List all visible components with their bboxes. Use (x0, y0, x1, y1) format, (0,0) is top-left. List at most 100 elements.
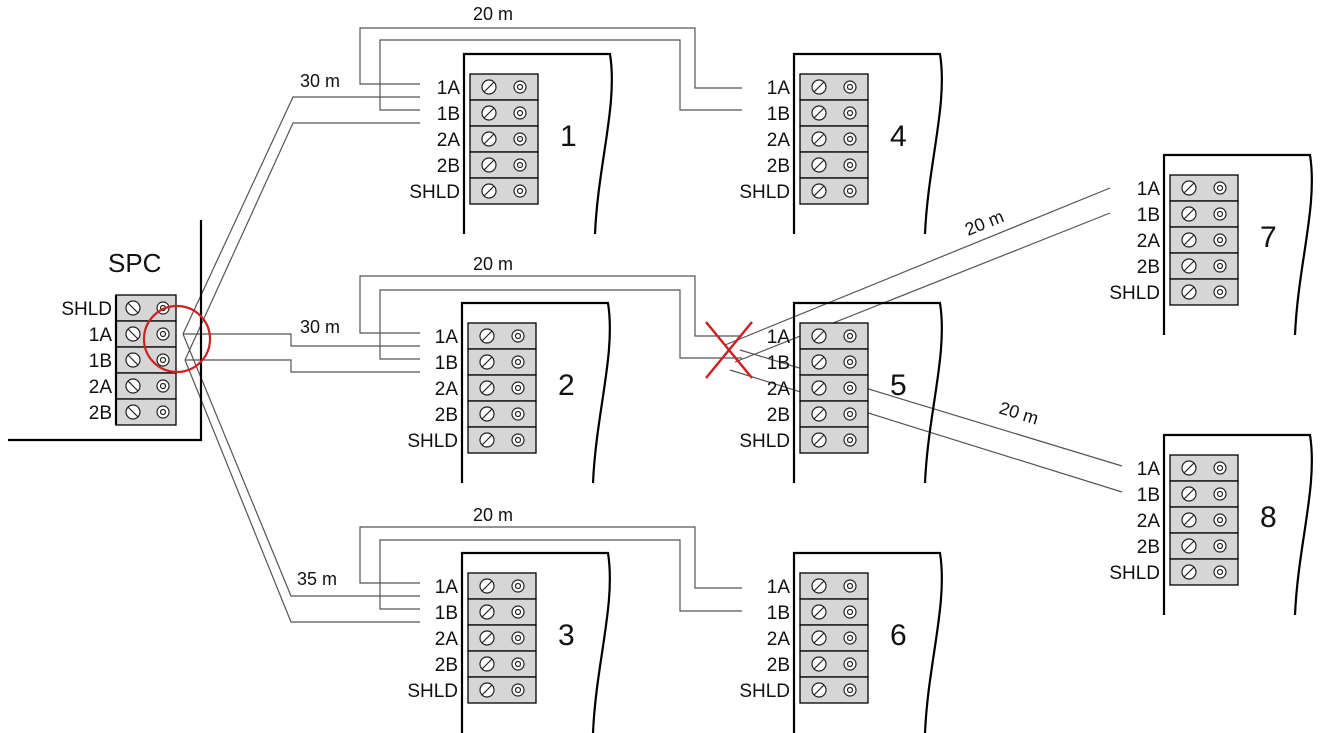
screw-slot (813, 684, 825, 696)
module-terminal-label: SHLD (739, 182, 790, 203)
screw-slot (1183, 260, 1195, 272)
wire-m3-m6-b (379, 539, 742, 612)
module-terminal-label: 2B (1137, 257, 1160, 278)
ring-screw-center (516, 135, 524, 143)
module-terminal-label: 2B (437, 156, 460, 177)
module-terminal-label: 2B (1137, 537, 1160, 558)
controller-housing (8, 220, 203, 442)
wire-m5-m8-a (739, 349, 1123, 467)
highlight-circle-icon (142, 304, 212, 374)
screw-slot (481, 606, 493, 618)
ring-screw-center (514, 410, 522, 418)
screw-slot (481, 632, 493, 644)
module-housing (1162, 153, 1313, 336)
module-terminal-label: 2B (435, 405, 458, 426)
screw-slot (481, 408, 493, 420)
module-terminal-label: 2A (435, 629, 459, 650)
wire-spc-m2-a (183, 333, 420, 347)
screw-slot (481, 658, 493, 670)
module-housing (462, 52, 613, 235)
spc-controller: SPC SHLD 1A 1B 2A 2B (8, 220, 212, 442)
screw-slot (813, 606, 825, 618)
controller-label-shld: SHLD (61, 299, 112, 320)
module-terminal-2b (469, 151, 539, 179)
ring-screw-center (846, 332, 854, 340)
module-terminal-label: SHLD (407, 431, 458, 452)
screw-slot (813, 408, 825, 420)
module-terminal-2a (467, 374, 537, 402)
ring-screw-center (846, 634, 854, 642)
module-terminal-shld (1169, 558, 1239, 586)
module-terminal-label: 1A (435, 577, 459, 598)
module-terminal-2b (799, 650, 869, 678)
ring-screw-center (846, 436, 854, 444)
screw-slot (1183, 514, 1195, 526)
ring-screw-center (1216, 288, 1224, 296)
module-terminal-1b (1169, 480, 1239, 508)
ring-screw-center (846, 608, 854, 616)
screw-slot (813, 658, 825, 670)
module-terminal-label: SHLD (739, 431, 790, 452)
module-terminal-label: 1A (1137, 459, 1161, 480)
module-terminal-label: 2B (767, 655, 790, 676)
module-terminal-label: SHLD (1109, 283, 1160, 304)
ring-screw-center (1216, 236, 1224, 244)
module-terminal-1a (469, 73, 539, 101)
ring-screw-center (1216, 542, 1224, 550)
module-housing (792, 301, 943, 484)
ring-screw-center (1216, 184, 1224, 192)
ring-screw-center (1216, 262, 1224, 270)
module-terminal-1a (1169, 174, 1239, 202)
screw-slot (813, 434, 825, 446)
wire-m5-m7-b (734, 212, 1111, 363)
ring-screw-center (1216, 516, 1224, 524)
ring-screw-center (846, 83, 854, 91)
module-number: 8 (1260, 501, 1277, 534)
screw-slot (483, 159, 495, 171)
ring-screw-center (846, 410, 854, 418)
wire-spc-m2-b (185, 359, 420, 373)
screw-slot (483, 133, 495, 145)
module-housing (460, 551, 611, 733)
module-terminal-1a (799, 73, 869, 101)
fault-cross-icon (705, 321, 753, 379)
distance-m5-m8: 20 m (997, 398, 1041, 429)
screw-slot (481, 330, 493, 342)
ring-screw-center (1216, 568, 1224, 576)
module-terminal-label: 1B (767, 104, 790, 125)
screw-slot (813, 632, 825, 644)
module-terminal-2a (799, 374, 869, 402)
distance-m3-m6: 20 m (473, 505, 513, 525)
distance-spc-m3: 35 m (297, 569, 337, 589)
module-terminal-label: 2B (767, 405, 790, 426)
ring-screw-center (846, 686, 854, 694)
ring-screw-center (516, 161, 524, 169)
distance-m1-m4: 20 m (473, 4, 513, 24)
distance-m5-m7: 20 m (962, 206, 1007, 240)
module-terminal-label: 1A (767, 78, 791, 99)
screw-slot (1183, 208, 1195, 220)
screw-slot (813, 159, 825, 171)
screw-slot (813, 580, 825, 592)
module-terminal-2a (1169, 226, 1239, 254)
module-terminal-2a (469, 125, 539, 153)
module-terminal-label: SHLD (739, 681, 790, 702)
module-terminal-2b (1169, 252, 1239, 280)
module-terminal-label: 1B (437, 104, 460, 125)
ring-screw-center (516, 187, 524, 195)
wire-m5-m7-a (724, 187, 1111, 346)
module-terminal-label: 1A (767, 577, 791, 598)
distance-labels: 30 m 30 m 35 m 20 m 20 m 20 m 20 m 20 m (297, 4, 1041, 589)
ring-screw-center (514, 634, 522, 642)
module-housing (1162, 433, 1313, 616)
screw-slot (813, 81, 825, 93)
module-terminal-shld (469, 177, 539, 205)
screw-slot (481, 382, 493, 394)
module-terminal-1a (799, 322, 869, 350)
module-terminal-label: 1A (1137, 179, 1161, 200)
module-terminal-label: 2A (1137, 231, 1161, 252)
module-terminal-label: 2B (767, 156, 790, 177)
ring-screw-center (1216, 464, 1224, 472)
ring-screw-center (846, 161, 854, 169)
